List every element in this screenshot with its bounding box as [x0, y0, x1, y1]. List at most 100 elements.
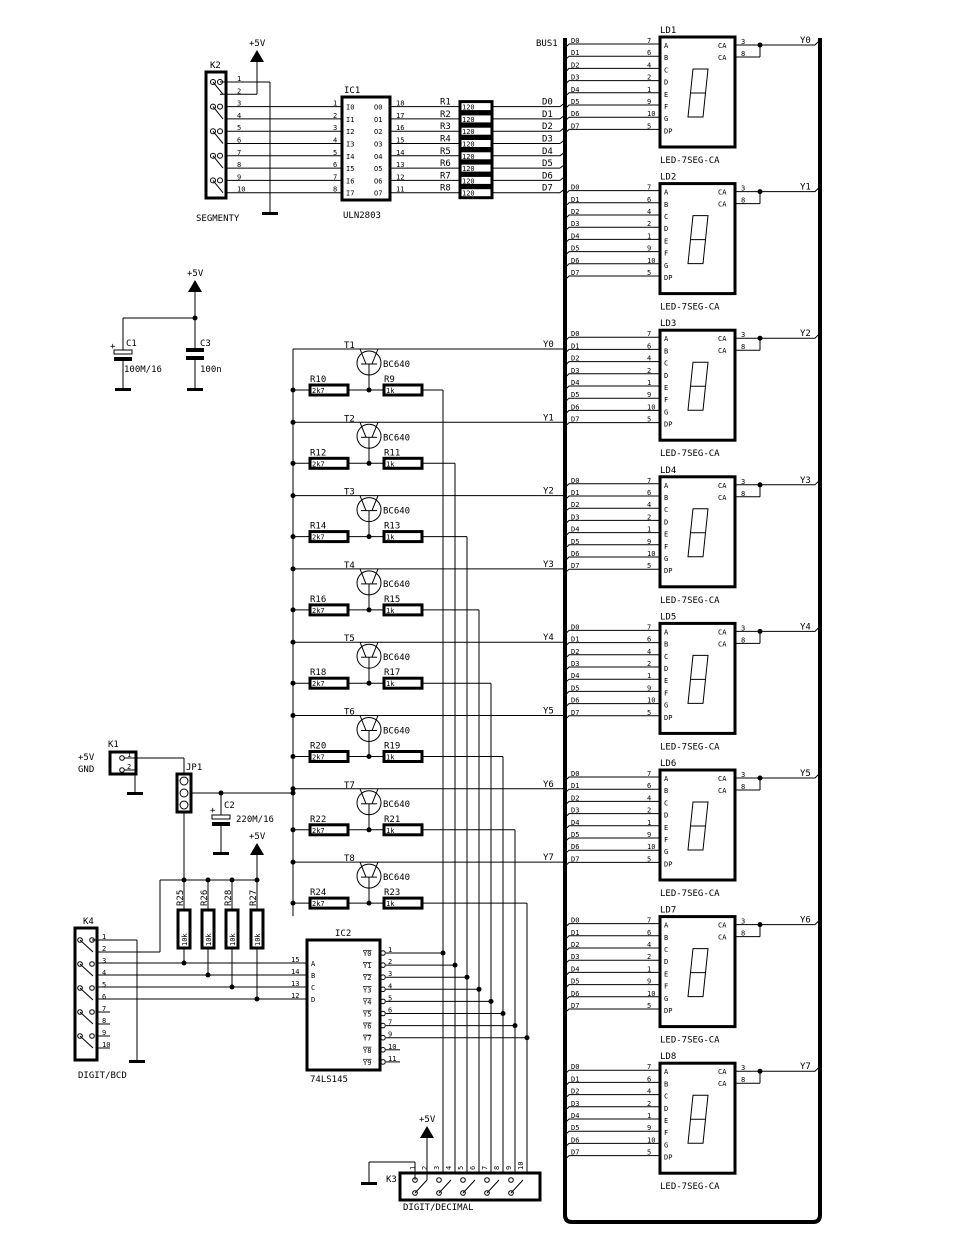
pin-number: 10 — [237, 186, 245, 194]
display-ref: LD7 — [660, 906, 676, 916]
pin-number: 12 — [291, 992, 299, 1000]
vcc-arrow-icon — [250, 50, 264, 62]
digit-line-label: Y3 — [543, 560, 554, 570]
wire — [359, 642, 367, 658]
resistor-value: 2k7 — [312, 534, 325, 542]
pin-icon — [77, 985, 83, 991]
pin-name: CA — [718, 347, 727, 355]
ic-ref: IC2 — [335, 929, 351, 939]
pin-name: CA — [718, 335, 727, 343]
resistor-ref: R24 — [310, 888, 326, 898]
bus-line-label: D7 — [571, 122, 579, 130]
bus-line-label: D0 — [571, 477, 579, 485]
pin-number: 6 — [647, 636, 651, 644]
pin-number: 7 — [647, 37, 651, 45]
segment-name: E — [664, 970, 668, 978]
wire — [564, 348, 660, 354]
resistor-ref: R22 — [310, 815, 326, 825]
pin-name: CA — [718, 640, 727, 648]
pin-number: 7 — [647, 1063, 651, 1071]
pin-number: 9 — [388, 1031, 392, 1039]
pin-number: 6 — [647, 342, 651, 350]
pin-number: 4 — [647, 208, 651, 216]
segment-name: C — [664, 66, 668, 74]
display-part: LED-7SEG-CA — [660, 596, 720, 606]
segment-name: A — [664, 335, 669, 343]
transistor-part: BC640 — [383, 360, 410, 370]
bus-line-label: D2 — [571, 794, 579, 802]
transistor-ref: T3 — [344, 488, 355, 498]
bus-line-label: D7 — [571, 1149, 579, 1157]
segment-name: C — [664, 360, 668, 368]
pin-number: 5 — [102, 981, 106, 989]
pin-number: 3 — [741, 331, 745, 339]
display-part: LED-7SEG-CA — [660, 449, 720, 459]
wire — [359, 348, 367, 365]
pin-name: O1 — [374, 116, 382, 124]
wire — [564, 703, 660, 708]
resistor-value: 10k — [254, 933, 262, 946]
transistor-ref: T5 — [344, 634, 355, 644]
junction-dot — [476, 986, 482, 992]
pin-icon — [508, 1177, 514, 1183]
capacitor-plate — [186, 356, 204, 360]
wire — [564, 959, 660, 965]
pin-number: 3 — [741, 478, 745, 486]
wire — [564, 483, 660, 489]
inverting-output-icon — [380, 1022, 386, 1029]
polarity-mark: + — [110, 342, 116, 352]
segment-name: G — [664, 115, 668, 123]
wire — [438, 1179, 452, 1194]
pin-name: B — [311, 972, 315, 980]
pin-number: 8 — [741, 50, 745, 58]
pin-icon — [89, 1009, 95, 1015]
resistor-ref: R23 — [384, 888, 400, 898]
pin-number: 5 — [647, 1002, 651, 1010]
pin-number: 2 — [388, 958, 392, 966]
capacitor-ref: C2 — [224, 801, 235, 811]
pin-number: 2 — [647, 513, 651, 521]
pin-number: 10 — [647, 403, 655, 411]
wire — [559, 126, 566, 132]
display-ref: LD3 — [660, 319, 676, 329]
wire — [564, 116, 660, 122]
junction-dot — [524, 1035, 530, 1041]
segment-name: B — [664, 787, 668, 795]
jumper-ref: JP1 — [186, 763, 202, 773]
bus-line-label: D1 — [542, 110, 553, 120]
wire — [564, 1094, 660, 1099]
ic2-74ls145 — [305, 938, 382, 1072]
bus-line-label: D3 — [571, 367, 579, 375]
wire — [564, 776, 660, 782]
wire — [564, 849, 660, 855]
segment-name: G — [664, 1141, 668, 1149]
junction-dot — [512, 1023, 518, 1029]
transistor-ref: T6 — [344, 708, 355, 718]
wire — [564, 55, 660, 61]
pin-name: C — [311, 984, 315, 992]
pin-number: 1 — [647, 1112, 651, 1120]
bus-line-label: D6 — [571, 550, 579, 558]
pin-number: 16 — [396, 124, 404, 132]
segment-name: F — [664, 250, 668, 258]
wire — [371, 788, 379, 804]
pin-number: 8 — [741, 490, 745, 498]
pin-number: 9 — [102, 1029, 106, 1037]
wire — [371, 715, 379, 731]
resistor-value: 120 — [462, 153, 475, 161]
pin-number: 6 — [647, 489, 651, 497]
display-ref: LD8 — [660, 1052, 676, 1062]
capacitor-plate — [114, 357, 132, 361]
vcc-arrow-icon — [188, 280, 202, 292]
ground-icon — [187, 388, 203, 391]
pin-name: Y1 — [363, 962, 371, 970]
inverting-output-icon — [380, 950, 386, 956]
pin-name: I1 — [346, 116, 354, 124]
pin-number: 4 — [647, 941, 651, 949]
junction-dot — [205, 877, 211, 883]
wire — [559, 139, 566, 144]
digit-line-label: Y2 — [800, 329, 811, 339]
resistor-value: 1k — [386, 680, 395, 688]
segment-name: B — [664, 54, 668, 62]
resistor-value: 120 — [462, 177, 475, 185]
